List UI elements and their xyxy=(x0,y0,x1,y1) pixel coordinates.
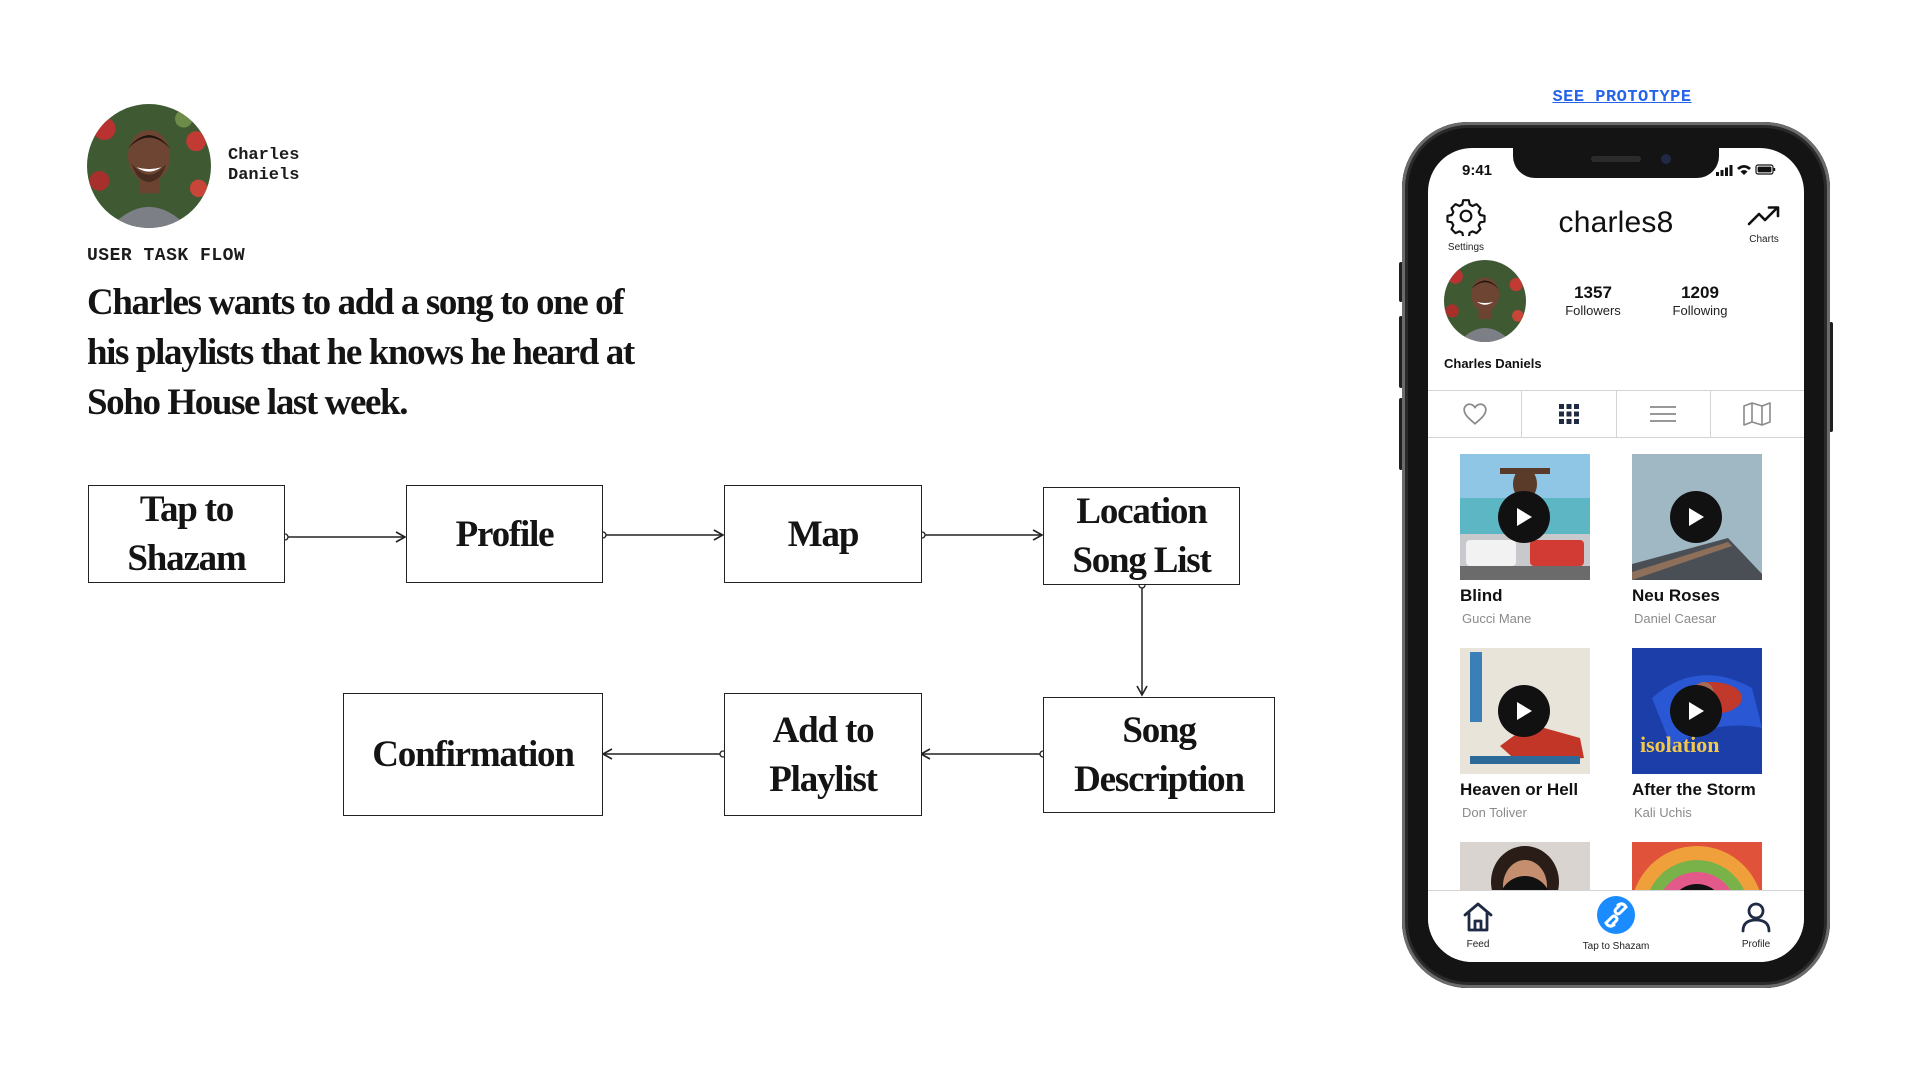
heart-icon xyxy=(1462,403,1487,425)
song-title: Blind xyxy=(1460,586,1503,605)
flow-node-profile: Profile xyxy=(406,485,603,583)
album-cover xyxy=(1632,842,1762,894)
play-button[interactable] xyxy=(1498,491,1550,543)
tab-list[interactable] xyxy=(1617,391,1711,437)
charts-button[interactable]: Charts xyxy=(1742,204,1786,245)
song-artist: Daniel Caesar xyxy=(1634,611,1717,626)
flow-node-text: Description xyxy=(1074,759,1245,800)
profile-avatar xyxy=(1444,260,1526,342)
flow-node-tap-to-shazam: Tap to Shazam xyxy=(88,485,285,583)
flow-node-map: Map xyxy=(724,485,922,583)
album-cover xyxy=(1460,842,1590,894)
song-card-partial[interactable] xyxy=(1632,842,1762,894)
persona-first-name: Charles xyxy=(228,146,300,165)
settings-label: Settings xyxy=(1447,242,1485,253)
trending-up-icon xyxy=(1747,206,1780,226)
flow-node-text: Location xyxy=(1076,491,1207,532)
following-stat[interactable]: 1209 Following xyxy=(1655,283,1745,318)
flow-node-text: Tap to xyxy=(139,489,234,530)
phone-volume-button xyxy=(1399,262,1403,302)
tab-favorites[interactable] xyxy=(1428,391,1523,437)
phone-power-button xyxy=(1829,322,1833,432)
status-time: 9:41 xyxy=(1462,162,1493,179)
flow-node-text: Add to xyxy=(772,709,875,751)
song-title: Neu Roses xyxy=(1632,586,1720,605)
shazam-icon xyxy=(1597,896,1635,934)
song-card-after-the-storm[interactable]: isolation After the Storm Kali Uchis xyxy=(1632,648,1762,820)
flow-node-text: Profile xyxy=(455,513,555,555)
see-prototype-link[interactable]: SEE PROTOTYPE xyxy=(1552,88,1692,107)
flow-node-add-to-playlist: Add to Playlist xyxy=(724,693,922,816)
song-title: After the Storm xyxy=(1632,780,1756,799)
song-card-partial[interactable] xyxy=(1460,842,1590,894)
phone-volume-button xyxy=(1399,316,1403,388)
home-icon xyxy=(1463,902,1493,932)
flow-node-confirmation: Confirmation xyxy=(343,693,603,816)
play-button[interactable] xyxy=(1670,685,1722,737)
song-artist: Gucci Mane xyxy=(1462,611,1532,626)
album-cover: isolation xyxy=(1632,648,1762,774)
followers-stat[interactable]: 1357 Followers xyxy=(1548,283,1638,318)
nav-profile-label: Profile xyxy=(1741,939,1771,950)
profile-tab-bar xyxy=(1428,390,1804,438)
profile-display-name: Charles Daniels xyxy=(1444,356,1542,371)
nav-tap-to-shazam[interactable]: Tap to Shazam xyxy=(1566,895,1666,952)
flow-node-text: Shazam xyxy=(127,538,246,579)
play-icon xyxy=(1517,702,1532,720)
album-cover-text: isolation xyxy=(1640,732,1719,757)
flow-node-text: Song List xyxy=(1072,540,1211,581)
nav-feed[interactable]: Feed xyxy=(1448,901,1508,950)
list-icon xyxy=(1650,406,1677,422)
tab-grid[interactable] xyxy=(1522,391,1617,437)
followers-label: Followers xyxy=(1565,303,1621,318)
nav-shazam-label: Tap to Shazam xyxy=(1582,941,1650,952)
album-cover xyxy=(1460,648,1590,774)
flow-node-text: Playlist xyxy=(769,758,878,800)
following-label: Following xyxy=(1672,303,1728,318)
tab-map[interactable] xyxy=(1711,391,1804,437)
phone-screen: 9:41 Settings charles8 Charts xyxy=(1428,148,1804,962)
album-cover xyxy=(1460,454,1590,580)
persona-avatar xyxy=(87,104,211,228)
profile-username: charles8 xyxy=(1558,206,1674,239)
nav-profile[interactable]: Profile xyxy=(1726,901,1786,950)
persona-name: Charles Daniels xyxy=(228,146,348,186)
play-icon xyxy=(1689,508,1704,526)
following-count: 1209 xyxy=(1681,283,1719,302)
flow-connectors xyxy=(281,529,1148,760)
status-bar-icons xyxy=(1716,164,1776,176)
flow-node-text: Confirmation xyxy=(372,734,575,775)
nav-feed-label: Feed xyxy=(1466,939,1490,950)
user-icon xyxy=(1741,902,1771,933)
map-icon xyxy=(1743,402,1772,426)
scenario-statement: Charles wants to add a song to one of hi… xyxy=(87,282,635,423)
album-cover xyxy=(1632,454,1762,580)
song-artist: Kali Uchis xyxy=(1634,805,1692,820)
settings-button[interactable]: Settings xyxy=(1444,196,1488,253)
song-card-heaven-or-hell[interactable]: Heaven or Hell Don Toliver xyxy=(1460,648,1590,820)
play-button[interactable] xyxy=(1670,491,1722,543)
play-icon xyxy=(1517,508,1532,526)
phone-volume-button xyxy=(1399,398,1403,470)
song-artist: Don Toliver xyxy=(1462,805,1527,820)
phone-notch xyxy=(1513,148,1719,178)
song-card-neu-roses[interactable]: Neu Roses Daniel Caesar xyxy=(1632,454,1762,626)
charts-label: Charts xyxy=(1749,234,1779,245)
followers-count: 1357 xyxy=(1574,283,1612,302)
flow-node-text: Song xyxy=(1122,710,1197,751)
persona-last-name: Daniels xyxy=(228,166,300,185)
bottom-navigation: Feed Tap to Shazam Profile xyxy=(1428,890,1804,962)
grid-icon xyxy=(1558,404,1579,424)
flow-node-text: Map xyxy=(787,513,860,555)
play-icon xyxy=(1689,702,1704,720)
flow-section-label: USER TASK FLOW xyxy=(87,246,246,266)
song-card-blind[interactable]: Blind Gucci Mane xyxy=(1460,454,1590,626)
play-button[interactable] xyxy=(1498,685,1550,737)
song-title: Heaven or Hell xyxy=(1460,780,1579,799)
